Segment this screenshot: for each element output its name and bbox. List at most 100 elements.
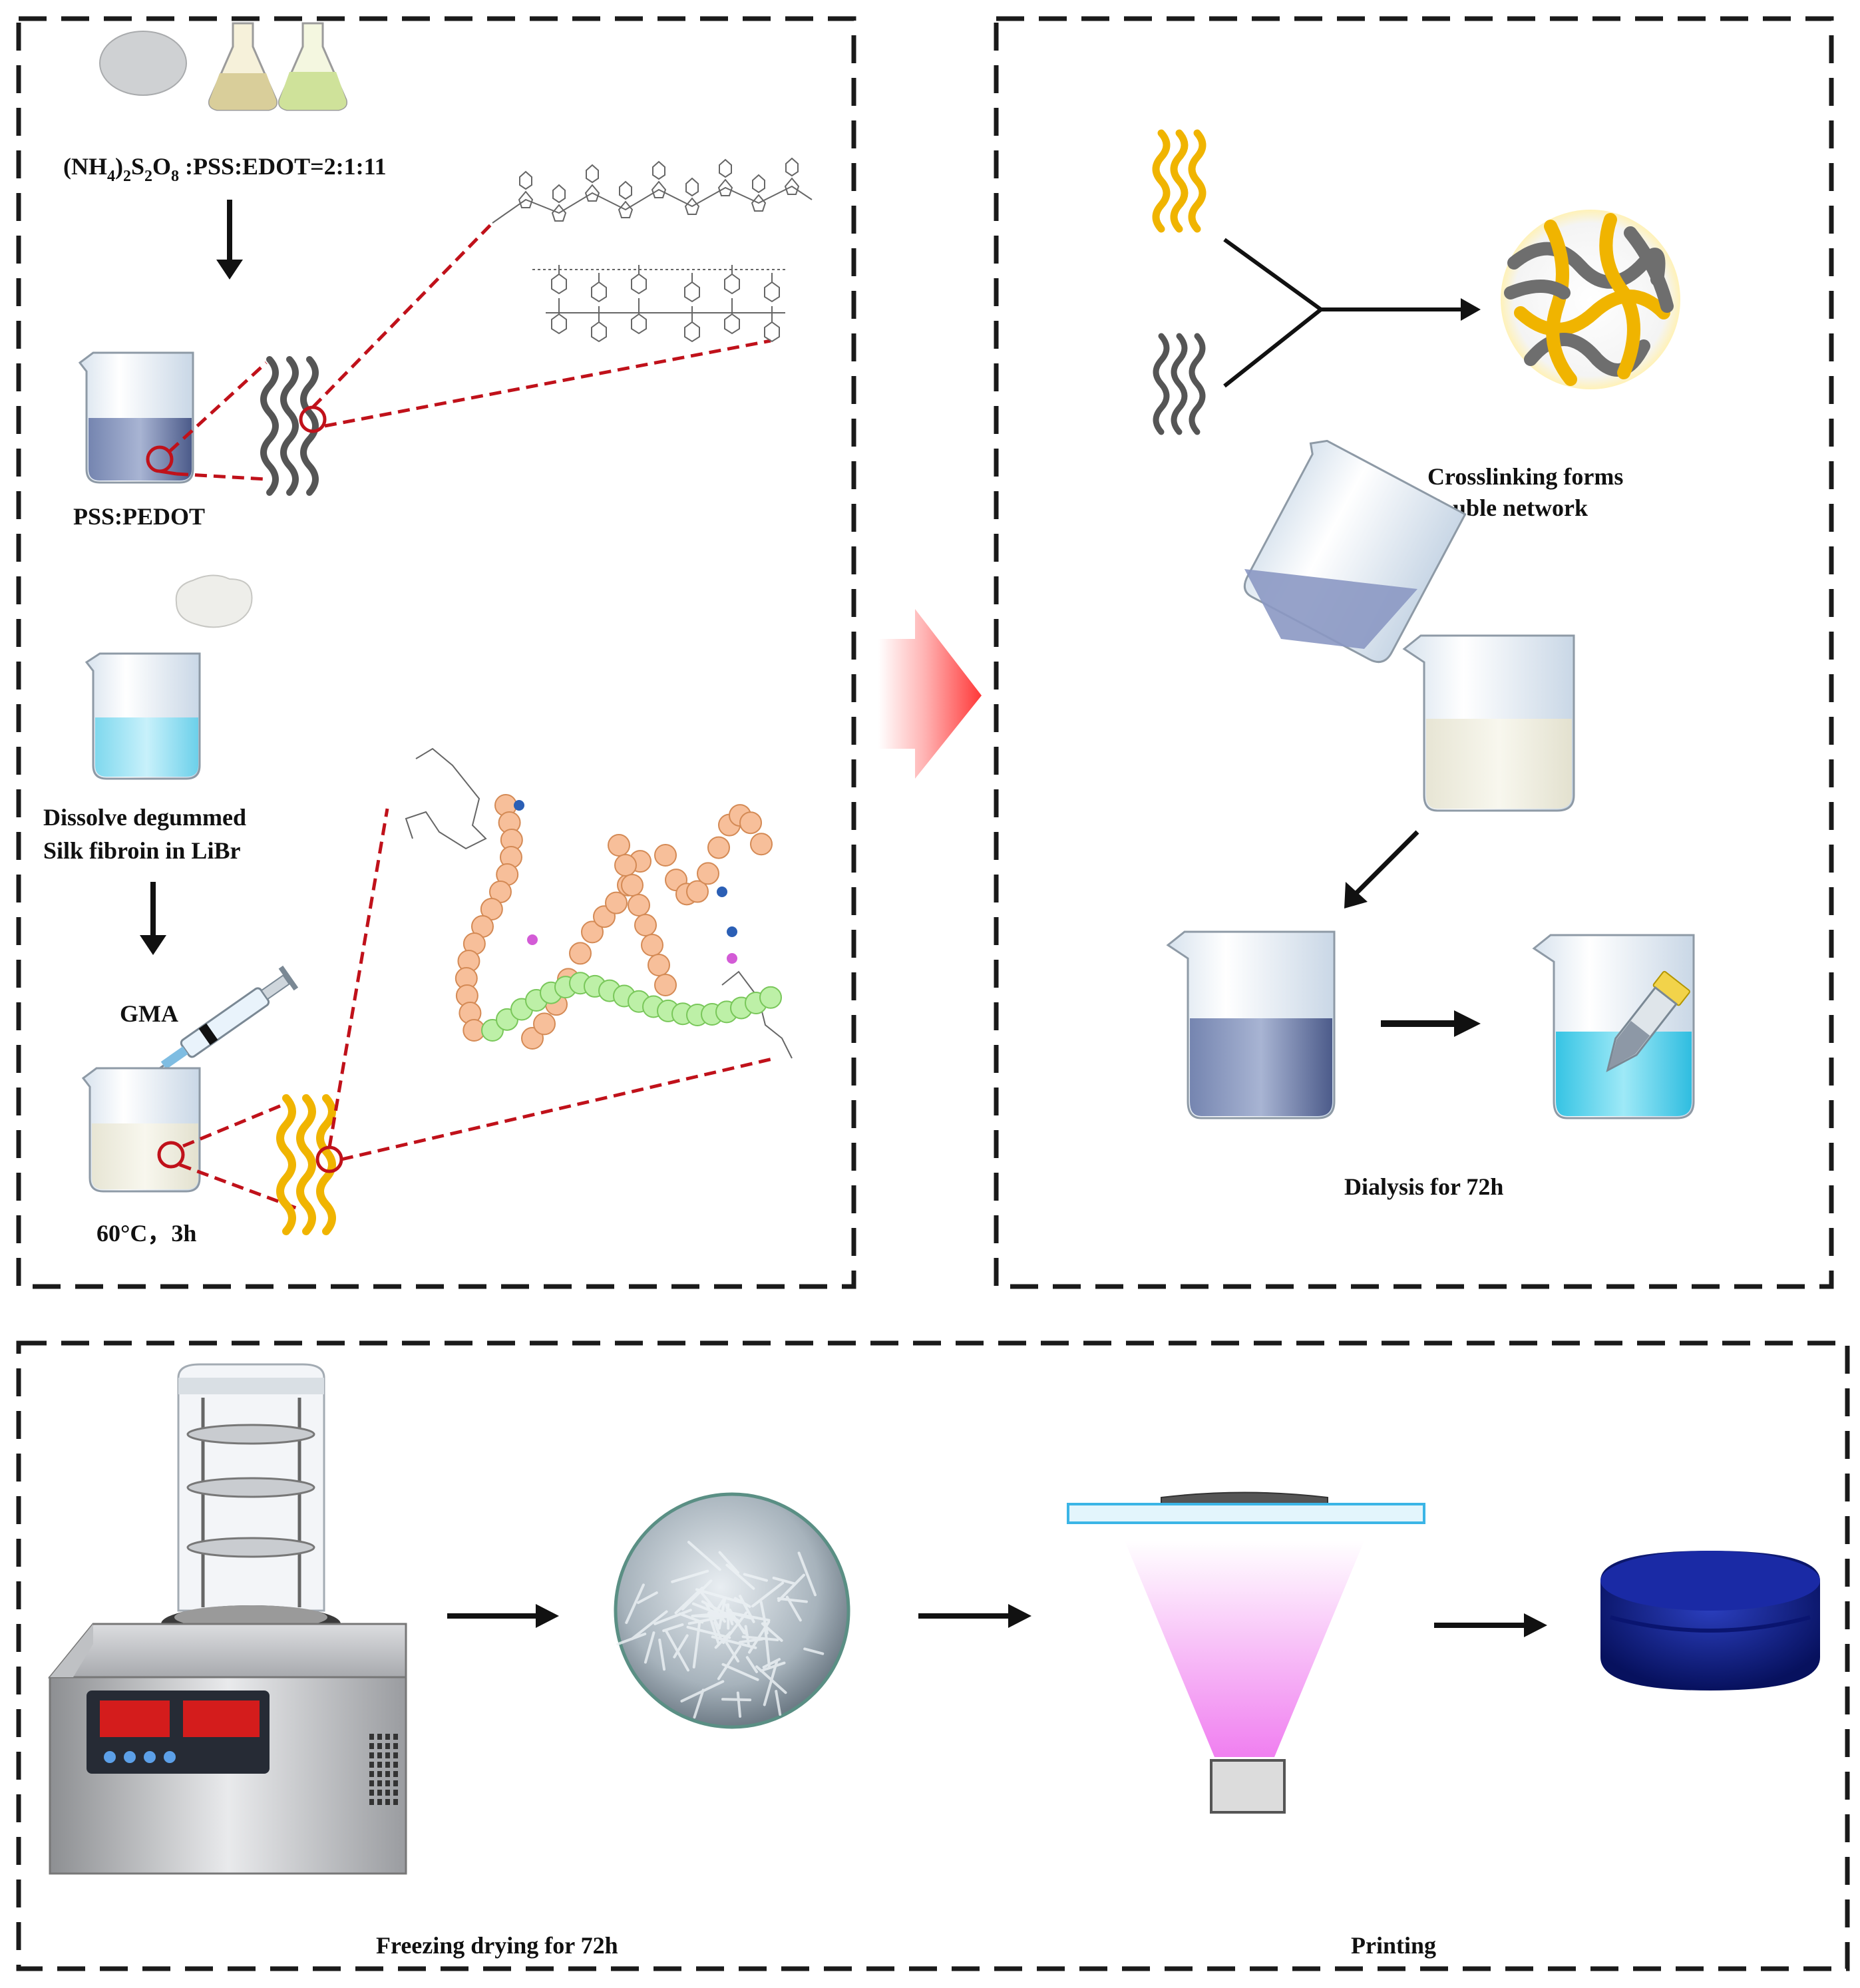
- ammonium-persulfate-powder: [99, 31, 187, 96]
- crystal-line: [630, 1610, 668, 1641]
- vent-slot: [385, 1799, 390, 1805]
- pedot-ring: [518, 170, 534, 208]
- vent-slot: [393, 1780, 398, 1786]
- peptide-bead: [697, 862, 719, 885]
- pedot-ring: [651, 160, 667, 198]
- dialysis-label: Dialysis for 72h: [1344, 1173, 1503, 1200]
- crystal-line: [717, 1645, 741, 1681]
- peptide-terminal: [514, 800, 524, 811]
- peptide-bead: [581, 920, 604, 944]
- crystal-line: [763, 1659, 779, 1706]
- pss-ring: [684, 273, 700, 343]
- edot-flask: [278, 22, 347, 111]
- crystal-line: [777, 1597, 808, 1603]
- crystal-line: [693, 1689, 705, 1719]
- diagonal-arrow: [1344, 830, 1419, 908]
- vent-slot: [393, 1771, 398, 1777]
- vent-slot: [385, 1752, 390, 1758]
- big-transition-arrow: [878, 609, 982, 779]
- panel-b-frame: [994, 16, 1834, 1289]
- crystal-line: [681, 1579, 713, 1611]
- crystal-line: [673, 1634, 689, 1659]
- right-arrow-c1: [447, 1604, 559, 1628]
- vent-slot: [393, 1743, 398, 1749]
- zoom-line: [179, 1163, 297, 1210]
- reagent-formula: (NH4)2S2O8 :PSS:EDOT=2:1:11: [63, 153, 387, 185]
- crystal-line: [777, 1573, 805, 1602]
- crystal-line: [803, 1647, 825, 1655]
- zoom-handle: [159, 469, 177, 476]
- crystal-line: [725, 1641, 740, 1663]
- crystal-line: [729, 1611, 771, 1622]
- dialysis-beaker-before: [1166, 930, 1336, 1119]
- printing-label: Printing: [1351, 1932, 1436, 1959]
- crystal-line: [721, 1698, 752, 1702]
- peptide-bead: [648, 954, 670, 976]
- pedot-ring: [551, 184, 567, 222]
- vent-slot: [369, 1762, 374, 1768]
- crystal-line: [671, 1569, 709, 1583]
- syringe-icon: [127, 965, 299, 1092]
- crystal-line: [711, 1597, 726, 1619]
- crystal-line: [718, 1551, 739, 1575]
- vent-slot: [377, 1799, 382, 1805]
- crystal-line: [725, 1563, 755, 1590]
- zoom-line: [341, 1056, 776, 1161]
- vent-slot: [385, 1743, 390, 1749]
- crystal-line: [713, 1621, 723, 1641]
- peptide-terminal: [527, 934, 538, 945]
- peptide-bead: [605, 891, 628, 914]
- pss-pedot-beaker: [78, 351, 194, 484]
- double-network-circle: [1501, 210, 1680, 389]
- peptide-bead: [614, 854, 637, 877]
- vent-slot: [377, 1743, 382, 1749]
- vent-slot: [377, 1734, 382, 1740]
- silk-chains-b: [1152, 129, 1207, 233]
- crystal-line: [751, 1581, 785, 1608]
- vent-slot: [385, 1790, 390, 1796]
- peptide-bead: [750, 833, 773, 856]
- crystal-line: [743, 1573, 768, 1582]
- zoom-circle-silk: [157, 1141, 185, 1169]
- crystal-line: [686, 1625, 731, 1639]
- peptide-bead: [608, 834, 630, 857]
- peptide-bead: [533, 1012, 556, 1036]
- peptide-bead: [739, 811, 762, 835]
- freeze-label: Freezing drying for 72h: [376, 1932, 618, 1959]
- crystal-line: [763, 1620, 771, 1669]
- vent-slot: [369, 1752, 374, 1758]
- right-arrow-c2: [918, 1604, 1031, 1628]
- zoom-line: [324, 339, 771, 428]
- vent-slot: [377, 1771, 382, 1777]
- dlp-printer: [1067, 1491, 1425, 1814]
- vent-slot: [377, 1762, 382, 1768]
- peptide-bead: [569, 942, 592, 965]
- vent-slot: [393, 1752, 398, 1758]
- crystal-line: [658, 1639, 666, 1671]
- pedot-ring: [684, 177, 700, 215]
- crystal-line: [625, 1583, 645, 1625]
- vent-slot: [369, 1799, 374, 1805]
- vent-slot: [369, 1743, 374, 1749]
- pss-ring: [764, 273, 780, 343]
- vent-slot: [393, 1790, 398, 1796]
- crystal-line: [707, 1611, 720, 1645]
- vent-slot: [377, 1790, 382, 1796]
- vent-slot: [385, 1734, 390, 1740]
- vent-slot: [377, 1752, 382, 1758]
- pedot-pss-structure: [492, 157, 813, 343]
- crystal-line: [785, 1595, 802, 1622]
- panel-c-frame: [16, 1340, 1850, 1971]
- crystal-line: [662, 1623, 684, 1633]
- dialysis-beaker-after: [1532, 934, 1695, 1119]
- right-arrow-dialysis: [1381, 1010, 1481, 1037]
- silk-libr-beaker: [85, 652, 201, 780]
- pedot-chains: [260, 356, 319, 496]
- vent-slot: [369, 1780, 374, 1786]
- silk-gma-beaker: [81, 1067, 201, 1193]
- silk-peptide-beads: [455, 794, 782, 1050]
- pedot-ring: [618, 180, 634, 218]
- pedot-ring: [751, 174, 767, 212]
- zoom-line: [327, 808, 389, 1148]
